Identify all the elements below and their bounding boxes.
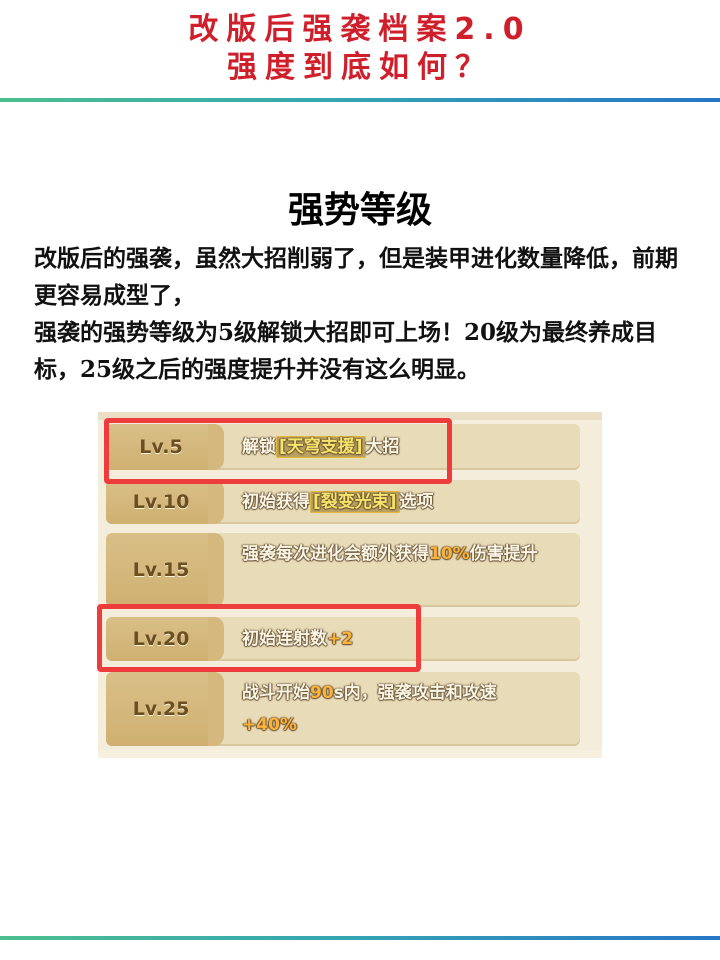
desc-prefix: 战斗开始 — [242, 683, 310, 703]
desc-suffix: 大招 — [365, 437, 400, 457]
desc-suffix: 选项 — [399, 492, 434, 512]
desc-prefix: 解锁 — [242, 437, 276, 457]
page-title-line2: 强度到底如何？ — [227, 50, 493, 85]
highlight-box-lv5 — [104, 418, 452, 484]
level-desc: 初始连射数+2 — [242, 623, 570, 655]
level-badge: Lv.15 — [106, 533, 224, 607]
section-title: 强势等级 — [287, 189, 432, 231]
level-row-5: Lv.5 解锁[天穹支援]大招 — [106, 424, 580, 470]
bonus-value: 10% — [429, 544, 470, 564]
level-screenshot: Lv.5 解锁[天穹支援]大招 Lv.10 初始获得[裂变光束]选项 Lv.15… — [98, 412, 602, 758]
level-badge: Lv.5 — [106, 424, 224, 470]
skill-name-tag: [天穹支援] — [276, 436, 366, 458]
panel-top-strip — [98, 412, 602, 420]
desc-prefix: 初始连射数 — [242, 629, 327, 649]
footer-divider — [0, 936, 720, 940]
duration-value: 90 — [310, 683, 334, 703]
intro-paragraph: 改版后的强袭，虽然大招削弱了，但是装甲进化数量降低，前期更容易成型了， — [34, 245, 678, 309]
detail-paragraph: 强袭的强势等级为5级解锁大招即可上场！20级为最终养成目标，25级之后的强度提升… — [34, 319, 658, 383]
level-desc: 解锁[天穹支援]大招 — [242, 431, 570, 463]
level-row-20: Lv.20 初始连射数+2 — [106, 617, 580, 661]
level-row-15: Lv.15 强袭每次进化会额外获得10%伤害提升 — [106, 533, 580, 607]
level-badge: Lv.10 — [106, 480, 224, 524]
highlight-box-lv20 — [97, 604, 421, 672]
panel-bottom-strip — [98, 750, 602, 758]
skill-name-tag: [裂变光束] — [310, 491, 400, 513]
level-row-10: Lv.10 初始获得[裂变光束]选项 — [106, 480, 580, 524]
desc-middle: s内，强袭攻击和攻速 — [333, 683, 497, 703]
level-desc: 强袭每次进化会额外获得10%伤害提升 — [242, 538, 542, 570]
level-desc: 战斗开始90s内，强袭攻击和攻速 +40% — [242, 677, 542, 741]
bonus-value: +40% — [242, 715, 297, 735]
bonus-value: +2 — [327, 629, 354, 649]
level-badge: Lv.20 — [106, 617, 224, 661]
desc-prefix: 强袭每次进化会额外获得 — [242, 544, 429, 564]
header-divider — [0, 98, 720, 102]
level-badge: Lv.25 — [106, 672, 224, 746]
desc-prefix: 初始获得 — [242, 492, 310, 512]
desc-suffix: 伤害提升 — [469, 544, 538, 564]
level-row-25: Lv.25 战斗开始90s内，强袭攻击和攻速 +40% — [106, 672, 580, 746]
level-desc: 初始获得[裂变光束]选项 — [242, 486, 570, 518]
page-title-line1: 改版后强袭档案2.0 — [188, 12, 532, 47]
